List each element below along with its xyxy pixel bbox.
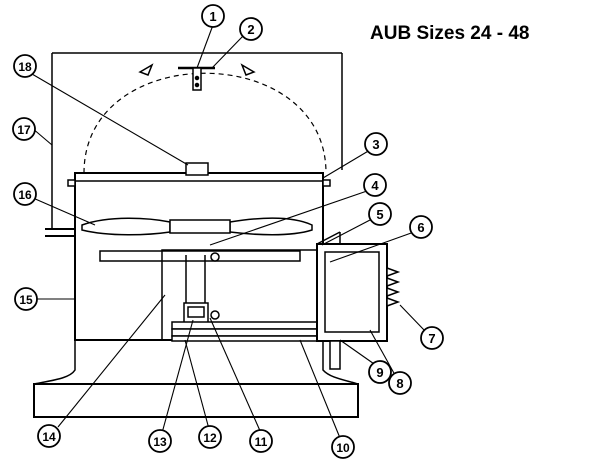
callout-18: 18 <box>13 54 37 78</box>
cooling-fins <box>386 266 401 308</box>
arc-arrow-left <box>138 63 154 76</box>
top-cap <box>185 162 209 176</box>
svg-text:9: 9 <box>376 365 383 380</box>
callout-16: 16 <box>13 182 37 206</box>
callout-7: 7 <box>420 326 444 350</box>
callout-12: 12 <box>198 425 222 449</box>
motor-box <box>316 231 388 342</box>
callout-15: 15 <box>14 287 38 311</box>
top-latch <box>178 66 215 91</box>
support-leg <box>329 340 341 370</box>
fan-propeller <box>81 217 313 236</box>
svg-text:12: 12 <box>203 431 217 445</box>
arc-arrow-right <box>240 63 256 76</box>
callout-11: 11 <box>249 429 273 453</box>
svg-text:16: 16 <box>18 188 32 202</box>
svg-text:11: 11 <box>255 435 268 449</box>
svg-text:10: 10 <box>336 441 350 455</box>
callout-10: 10 <box>331 435 355 459</box>
rotor-disc <box>99 250 301 262</box>
callout-17: 17 <box>12 117 36 141</box>
callout-6: 6 <box>409 215 433 239</box>
callout-3: 3 <box>364 132 388 156</box>
callout-1: 1 <box>201 4 225 28</box>
svg-text:7: 7 <box>428 331 435 346</box>
svg-text:1: 1 <box>209 9 216 24</box>
hood-swing-arc <box>83 72 327 174</box>
callout-4: 4 <box>363 173 387 197</box>
callout-2: 2 <box>239 17 263 41</box>
svg-text:6: 6 <box>417 220 424 235</box>
hood-outline <box>51 52 343 230</box>
svg-text:4: 4 <box>371 178 379 193</box>
svg-text:14: 14 <box>42 430 56 444</box>
roof-curb-base <box>33 340 359 418</box>
callout-8: 8 <box>388 371 412 395</box>
callout-13: 13 <box>148 429 172 453</box>
callout-14: 14 <box>37 424 61 448</box>
svg-text:5: 5 <box>376 207 383 222</box>
diagram-title: AUB Sizes 24 - 48 <box>370 23 530 44</box>
svg-text:13: 13 <box>153 435 167 449</box>
svg-text:15: 15 <box>19 293 33 307</box>
svg-text:3: 3 <box>372 137 379 152</box>
belt-assembly <box>171 321 363 342</box>
svg-text:8: 8 <box>396 376 403 391</box>
leader-lines <box>31 24 426 439</box>
motor-compartment <box>161 249 318 341</box>
callout-5: 5 <box>368 202 392 226</box>
svg-text:2: 2 <box>247 22 254 37</box>
callout-9: 9 <box>368 360 392 384</box>
svg-text:18: 18 <box>18 60 32 74</box>
svg-text:17: 17 <box>17 123 31 137</box>
